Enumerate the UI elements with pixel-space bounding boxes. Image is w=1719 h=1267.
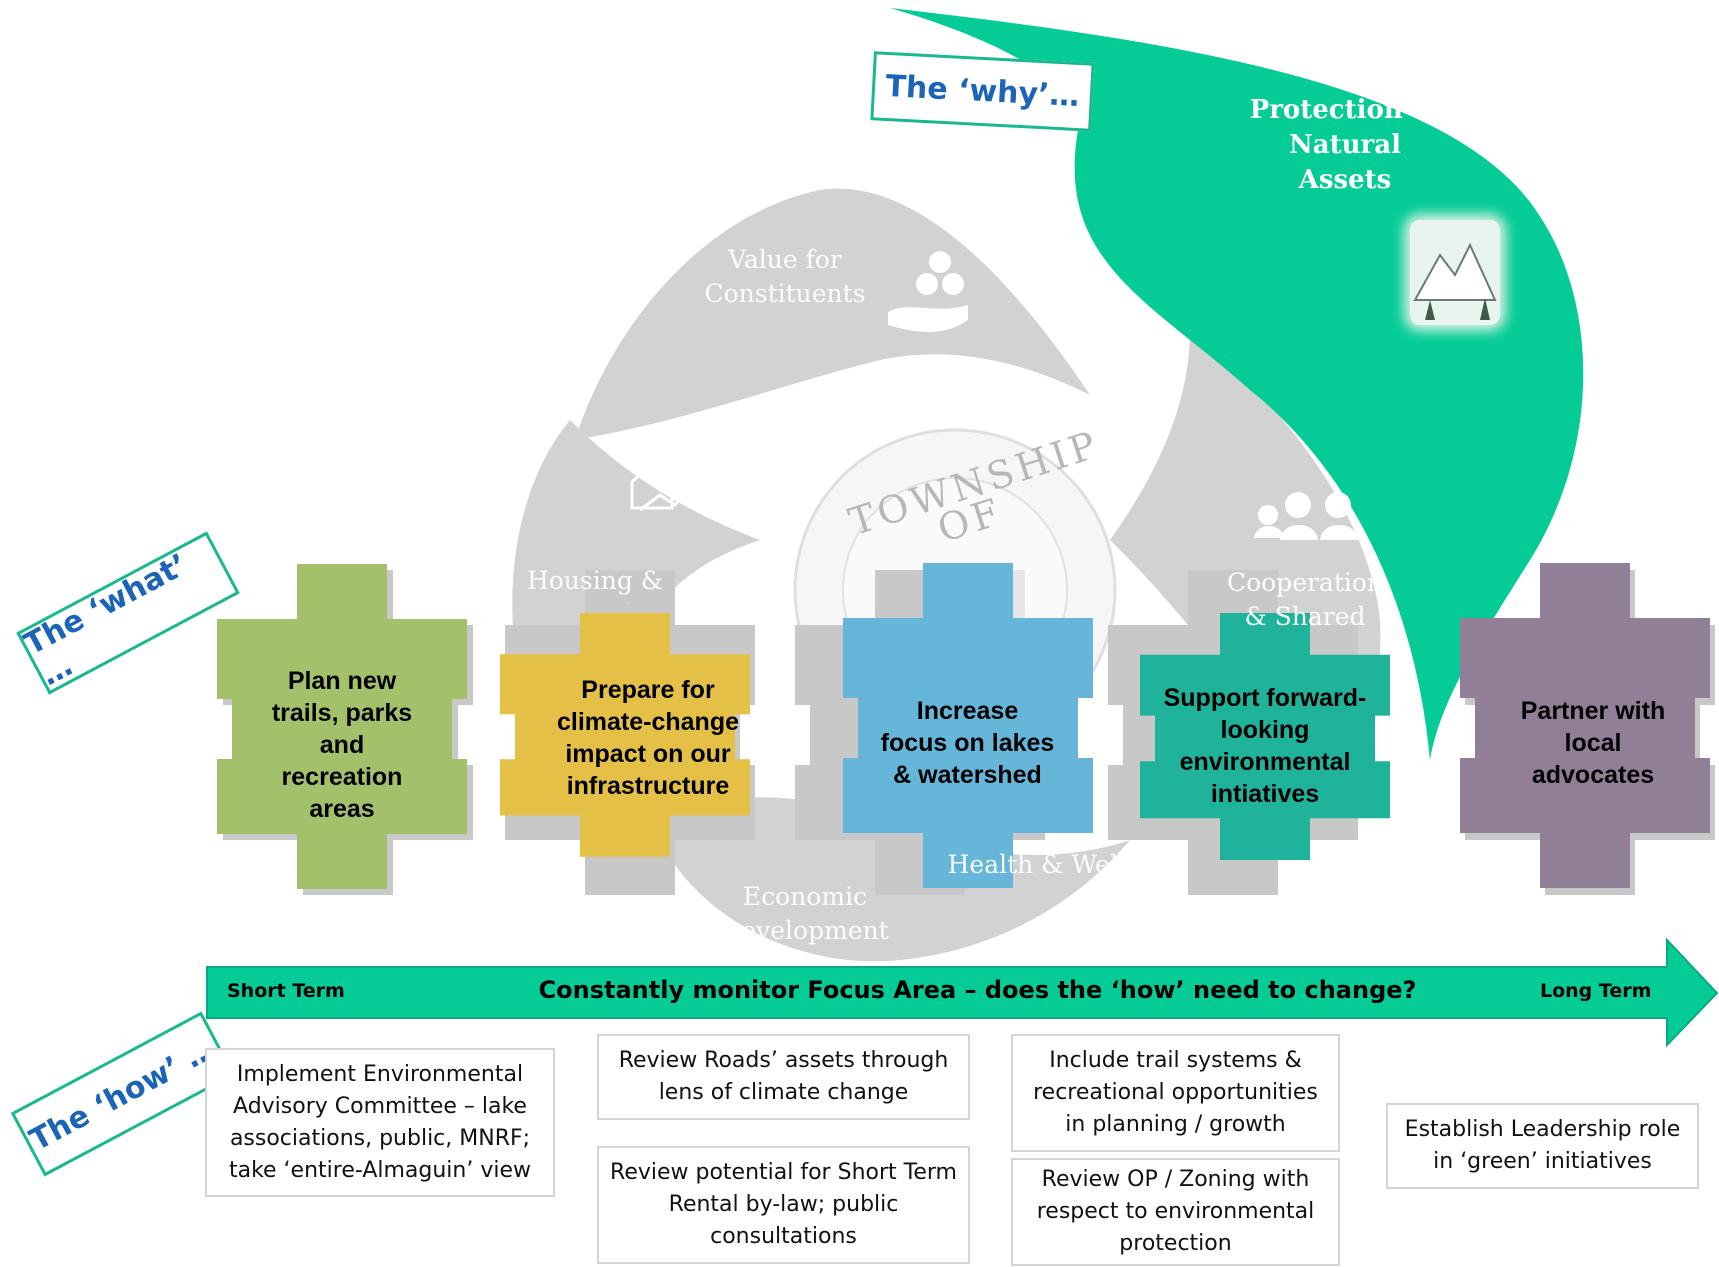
action-trail-systems: Include trail systems & recreational opp… xyxy=(1011,1034,1340,1152)
label-value-for-constituents: Value for Constituents xyxy=(704,245,866,308)
action-roads-assets: Review Roads’ assets through lens of cli… xyxy=(597,1034,970,1120)
action-short-term-rental: Review potential for Short Term Rental b… xyxy=(597,1146,970,1264)
label-housing-growth: Housing & Growth xyxy=(526,566,664,604)
timeline-start-label: Short Term xyxy=(227,980,345,1002)
people-icon xyxy=(1254,492,1358,540)
piece-label-advocates: Partner with local advocates xyxy=(1520,696,1666,789)
action-leadership-role: Establish Leadership role in ‘green’ ini… xyxy=(1386,1103,1699,1189)
piece-label-trails: Plan new trails, parks and recreation ar… xyxy=(271,667,413,823)
action-op-zoning: Review OP / Zoning with respect to envir… xyxy=(1011,1158,1340,1266)
timeline-end-label: Long Term xyxy=(1540,980,1652,1002)
piece-label-environmental: Support forward-looking environmental in… xyxy=(1163,683,1367,808)
mountain-landscape-icon xyxy=(1410,220,1500,325)
why-leaf xyxy=(890,8,1584,760)
house-growth-icon xyxy=(630,459,692,512)
label-economic-development: Economic Development xyxy=(721,882,889,945)
swirl-petal-top xyxy=(575,188,1090,440)
piece-label-lakes: Increase focus on lakes & watershed xyxy=(880,696,1055,789)
label-health-wellness: Health & Wellness xyxy=(947,850,1183,879)
timeline-middle-label: Constantly monitor Focus Area – does the… xyxy=(538,976,1417,1004)
why-title: Protection of Natural Assets xyxy=(1249,95,1441,195)
timeline-arrow xyxy=(206,937,1719,1048)
why-tag: The ‘why’… xyxy=(870,51,1095,132)
value-hand-icon xyxy=(888,251,968,332)
action-environmental-committee: Implement Environmental Advisory Committ… xyxy=(205,1048,555,1197)
piece-label-climate: Prepare for climate-change impact on our… xyxy=(556,675,739,800)
label-cooperation-shared: Cooperation & Shared xyxy=(1226,568,1384,631)
